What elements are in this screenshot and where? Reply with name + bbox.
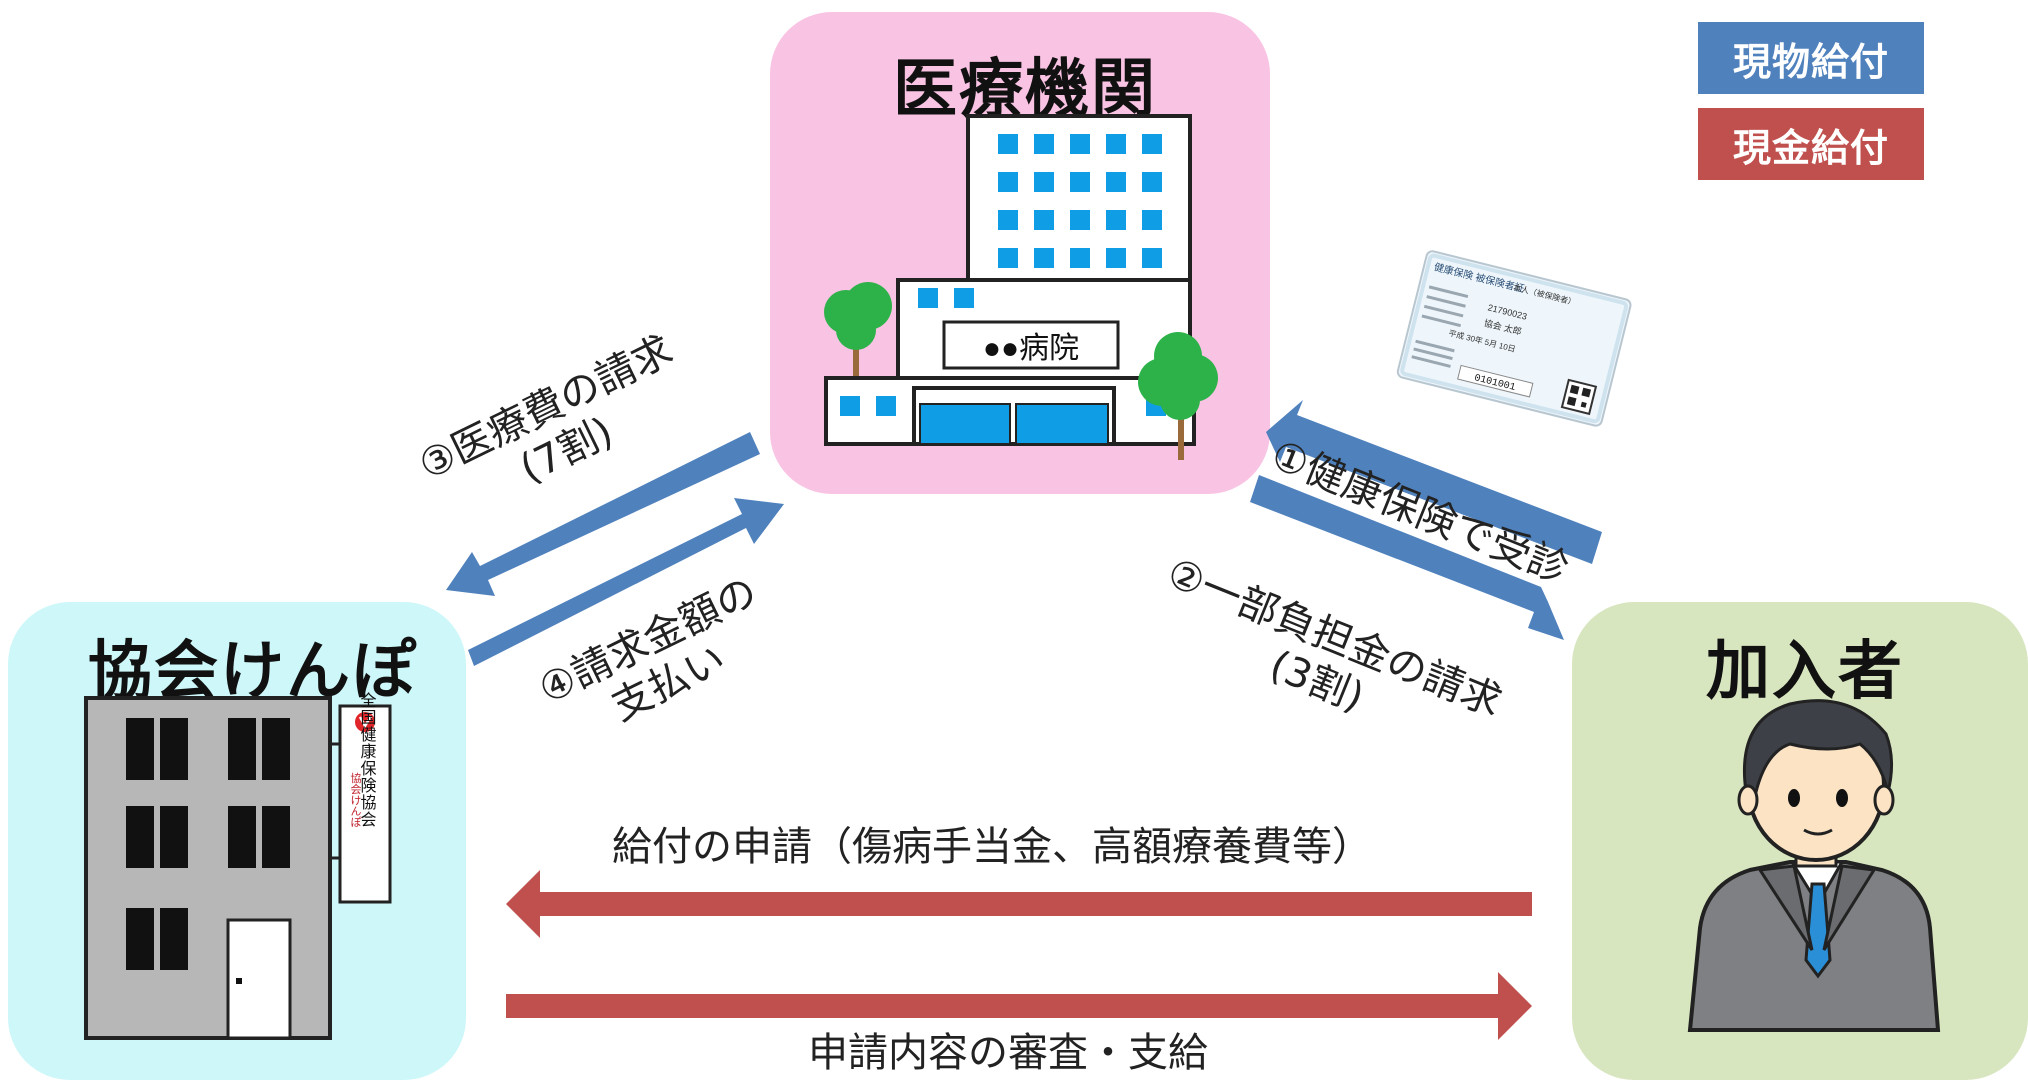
legend-cash: 現金給付 xyxy=(1698,108,1924,180)
arrow-claim-payment xyxy=(468,498,784,666)
arrow-consultation xyxy=(1266,400,1602,564)
kyokai-building-illustration: 全国健康保険協会 協会けんぽ xyxy=(84,692,392,1040)
member-illustration xyxy=(1687,699,1941,1032)
kyokai-sign-text: 全国健康保険協会 xyxy=(358,692,377,828)
insurance-card-illustration: 健康保険 被保険者証 本人（被保険者） 21790023 協会 太郎 平成 30… xyxy=(1396,250,1632,427)
label-benefit-application-text: 給付の申請（傷病手当金、高額療養費等） xyxy=(612,824,1372,870)
arrow-medical-fee-claim xyxy=(446,432,760,596)
kyokai-sign-subtext: 協会けんぽ xyxy=(349,772,362,827)
legend-in-kind-label: 現物給付 xyxy=(1732,39,1889,84)
hospital-illustration: ●●病院 xyxy=(824,114,1218,460)
arrow-benefit-application xyxy=(506,870,1532,938)
legend-cash-label: 現金給付 xyxy=(1732,125,1889,170)
hospital-sign-text: ●●病院 xyxy=(983,332,1079,365)
arrow-copay-request xyxy=(1250,475,1564,640)
arrow-review-payment xyxy=(506,972,1532,1040)
label-review-payment-text: 申請内容の審査・支給 xyxy=(808,1030,1208,1076)
member-title: 加入者 xyxy=(1706,635,1904,709)
label-benefit-application: 給付の申請（傷病手当金、高額療養費等） xyxy=(612,824,1372,871)
legend-in-kind: 現物給付 xyxy=(1698,22,1924,94)
label-review-payment: 申請内容の審査・支給 xyxy=(808,1030,1208,1077)
